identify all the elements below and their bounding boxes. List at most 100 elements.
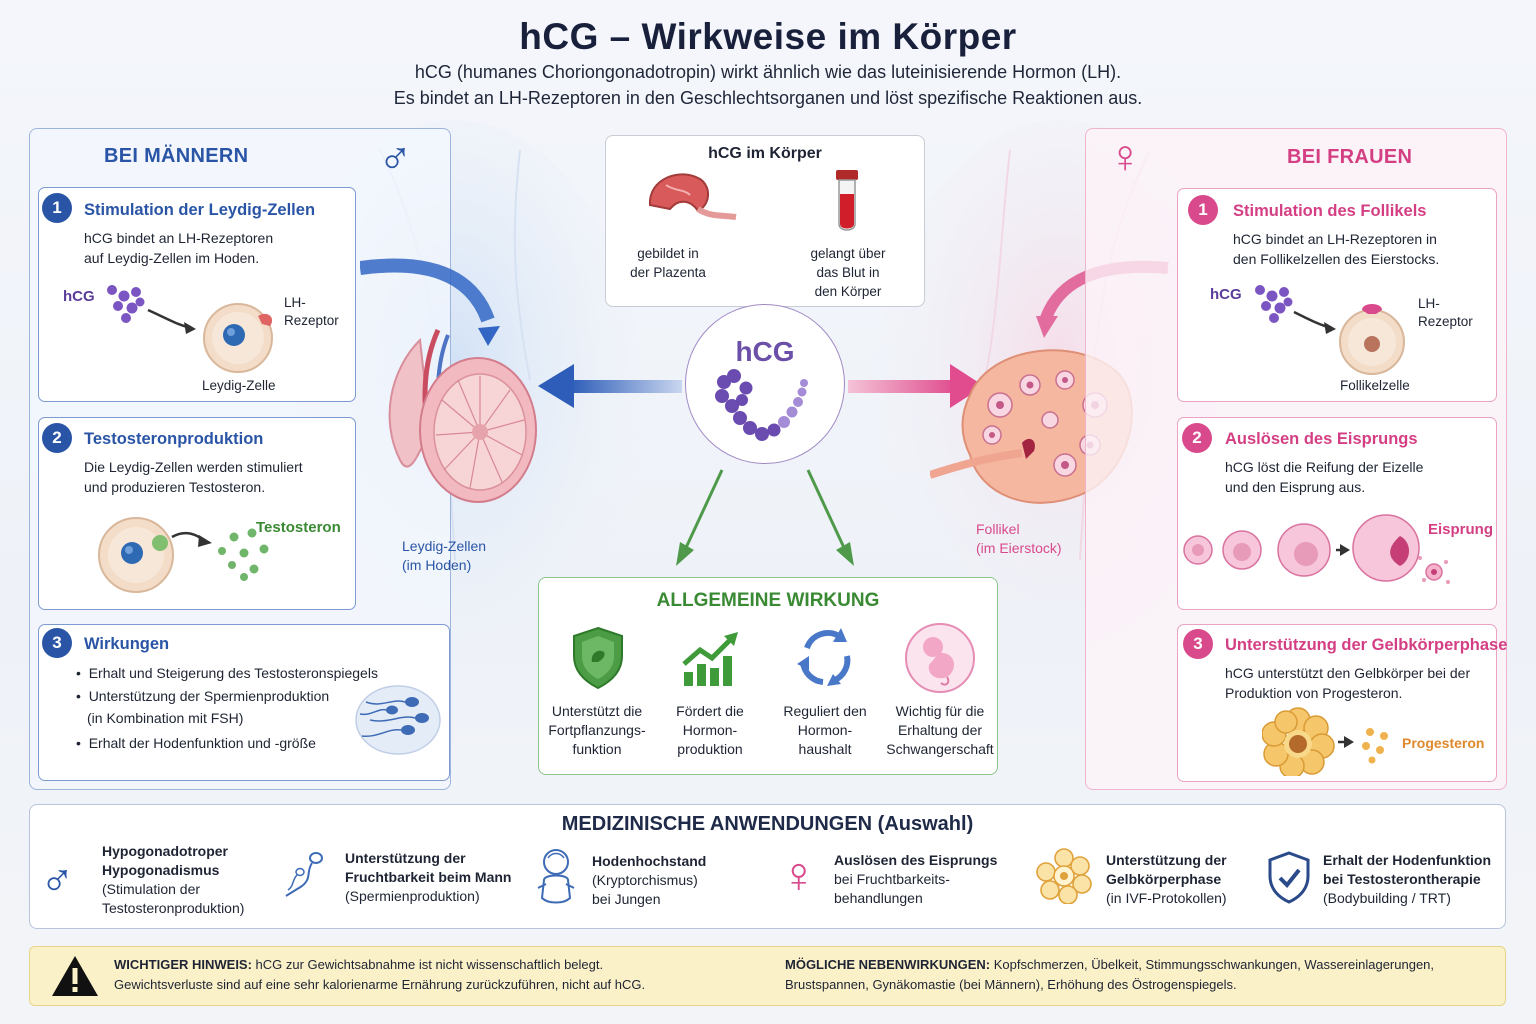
men-step2-text-2: und produzieren Testosteron. <box>84 479 266 495</box>
medical-item-1: Hypogonadotroper Hypogonadismus (Stimula… <box>102 843 245 916</box>
shield-check-icon <box>1268 851 1310 904</box>
medical-heading: MEDIZINISCHE ANWENDUNGEN (Auswahl) <box>561 813 974 835</box>
testis-label-1: Leydig-Zellen <box>402 538 487 554</box>
testis-label-2: (im Hoden) <box>402 557 472 573</box>
testosterone-illustration <box>98 517 212 593</box>
general-effect-heading: ALLGEMEINE WIRKUNG <box>656 590 880 611</box>
medical-item-5: Unterstützung der Gelbkörperphase (in IV… <box>1106 852 1227 906</box>
hcg-molecule-label: hCG <box>735 336 795 367</box>
ovary-label-2: (im Eierstock) <box>976 540 1062 556</box>
testis-illustration <box>360 258 537 503</box>
men-step2-card <box>38 417 356 610</box>
blood-label-2: das Blut in <box>816 265 880 280</box>
men-effect-2-note: (in Kombination mit FSH) <box>87 710 244 726</box>
subtitle-line-1: hCG (humanes Choriongonadotropin) wirkt … <box>414 62 1122 82</box>
testosterone-dots <box>218 528 269 581</box>
subtitle-line-2: Es bindet an LH-Rezeptoren in den Geschl… <box>393 88 1143 108</box>
women-step2-text-1: hCG löst die Reifung der Eizelle <box>1225 459 1424 475</box>
women-receptor-label-2: Rezeptor <box>1418 314 1473 329</box>
cycle-arrows-icon <box>797 628 851 686</box>
women-step3-number: 3 <box>1183 629 1213 659</box>
men-heading: BEI MÄNNERN <box>104 145 249 167</box>
men-hcg-label: hCG <box>63 288 95 305</box>
corpus-luteum-icon <box>1036 848 1092 904</box>
women-step2-number: 2 <box>1182 423 1212 453</box>
ovulation-label: Eisprung <box>1428 521 1494 538</box>
women-step3-title: Unterstützung der Gelbkörperphase <box>1225 636 1508 654</box>
follicle-binding-illustration <box>1255 285 1405 375</box>
med-male-symbol-icon: ♂ <box>40 852 75 904</box>
warning-hint-line-1: WICHTIGER HINWEIS: hCG zur Gewichtsabnah… <box>114 957 604 972</box>
embryo-icon <box>905 623 975 693</box>
men-receptor-label-1: LH- <box>284 295 306 310</box>
women-step1-title: Stimulation des Follikels <box>1233 202 1427 220</box>
page-title: hCG – Wirkweise im Körper <box>519 16 1017 57</box>
leydig-binding-illustration <box>107 285 273 373</box>
medical-item-2: Unterstützung der Fruchtbarkeit beim Man… <box>345 850 512 904</box>
men-effect-2: • Unterstützung der Spermienproduktion <box>76 688 330 704</box>
placenta-label-2: der Plazenta <box>630 265 706 280</box>
growth-chart-icon <box>682 632 738 686</box>
women-step1-number: 1 <box>1188 195 1218 225</box>
men-step1-number: 1 <box>42 193 72 223</box>
progesterone-label: Progesteron <box>1402 735 1485 751</box>
medical-item-4: Auslösen des Eisprungs bei Fruchtbarkeit… <box>834 852 998 906</box>
blood-label-3: den Körper <box>814 284 882 299</box>
placenta-icon <box>648 173 737 220</box>
women-heading: BEI FRAUEN <box>1287 146 1413 168</box>
side-effects-line-2: Brustspannen, Gynäkomastie (bei Männern)… <box>785 977 1237 992</box>
placenta-label-1: gebildet in <box>637 246 699 261</box>
men-effect-1: • Erhalt und Steigerung des Testosterons… <box>76 665 378 681</box>
warning-hint-line-2: Gewichtsverluste sind auf eine sehr kalo… <box>114 977 646 992</box>
hcg-in-body-box <box>605 135 925 307</box>
sperm-cluster-icon <box>355 685 441 755</box>
female-symbol-icon: ♀ <box>1108 130 1143 182</box>
men-step3-number: 3 <box>42 628 72 658</box>
women-step1-text-1: hCG bindet an LH-Rezeptoren in <box>1233 231 1437 247</box>
men-step2-text-1: Die Leydig-Zellen werden stimuliert <box>84 459 303 475</box>
men-step1-text-1: hCG bindet an LH-Rezeptoren <box>84 230 274 246</box>
women-step2-text-2: und den Eisprung aus. <box>1225 479 1366 495</box>
women-step1-card <box>1177 188 1497 402</box>
sperm-icon <box>285 852 323 897</box>
ovary-label-1: Follikel <box>976 521 1020 537</box>
women-step2-title: Auslösen des Eisprungs <box>1225 430 1418 448</box>
women-receptor-label-1: LH- <box>1418 296 1440 311</box>
men-effect-3: • Erhalt der Hodenfunktion und -größe <box>76 735 316 751</box>
women-step3-text-1: hCG unterstützt den Gelbkörper bei der <box>1225 665 1471 681</box>
men-receptor-label-2: Rezeptor <box>284 313 339 328</box>
shield-icon <box>573 626 623 690</box>
side-effects-line-1: MÖGLICHE NEBENWIRKUNGEN: Kopfschmerzen, … <box>785 957 1435 972</box>
women-step3-card <box>1177 624 1497 782</box>
warning-icon <box>52 956 98 996</box>
follicle-cell-label: Follikelzelle <box>1340 378 1410 393</box>
men-step1-text-2: auf Leydig-Zellen im Hoden. <box>84 250 260 266</box>
medical-item-6: Erhalt der Hodenfunktion bei Testosteron… <box>1323 852 1491 906</box>
hcg-in-body-title: hCG im Körper <box>708 145 822 162</box>
ovulation-illustration <box>1183 514 1450 584</box>
men-step1-card <box>38 187 356 402</box>
women-step1-text-2: den Follikelzellen des Eierstocks. <box>1233 251 1440 267</box>
blood-tube-icon <box>836 170 858 231</box>
male-symbol-icon: ♂ <box>378 130 413 182</box>
women-hcg-label: hCG <box>1210 286 1242 303</box>
men-step1-title: Stimulation der Leydig-Zellen <box>84 201 316 219</box>
corpus-luteum-illustration <box>1262 707 1388 776</box>
men-step3-title: Wirkungen <box>84 635 170 653</box>
blood-label-1: gelangt über <box>810 246 886 261</box>
medical-applications-box <box>29 804 1506 929</box>
women-step3-text-2: Produktion von Progesteron. <box>1225 685 1403 701</box>
leydig-cell-label: Leydig-Zelle <box>202 378 276 393</box>
hcg-molecule-icon <box>715 369 808 441</box>
women-step2-card <box>1177 417 1497 610</box>
med-female-symbol-icon: ♀ <box>780 847 818 903</box>
men-step2-number: 2 <box>42 423 72 453</box>
baby-icon <box>537 849 575 904</box>
testosterone-label: Testosteron <box>256 519 341 536</box>
men-step2-title: Testosteronproduktion <box>84 430 264 448</box>
warning-bar <box>29 946 1506 1006</box>
